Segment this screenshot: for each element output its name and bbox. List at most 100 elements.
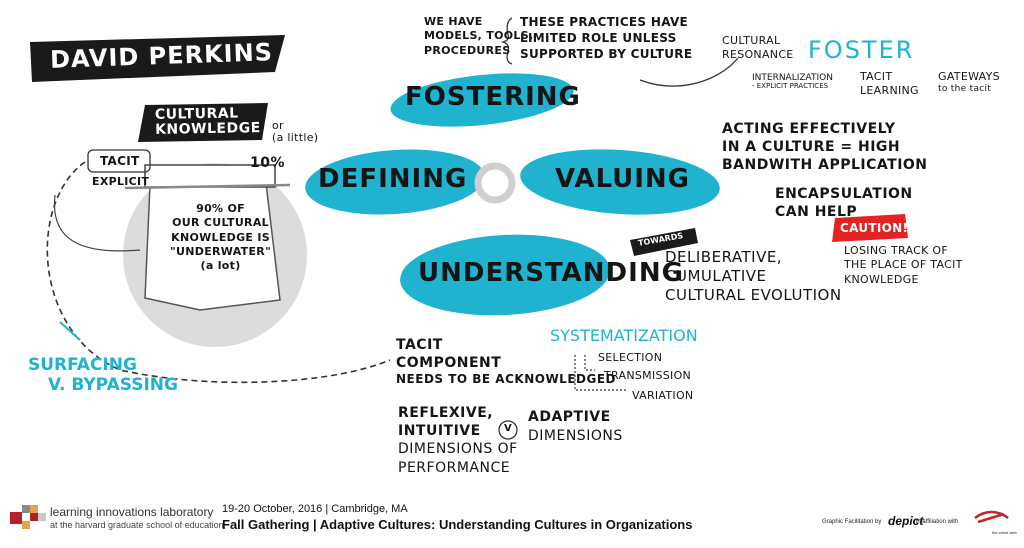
- event-title: Fall Gathering | Adaptive Cultures: Unde…: [222, 517, 693, 532]
- underwater-line3: KNOWLEDGE IS: [171, 230, 270, 244]
- logo-square-1: [10, 512, 22, 524]
- gateways-text: GATEWAYS TO THE TACIT: [938, 70, 1000, 96]
- losing-line2: THE PLACE OF TACIT: [844, 258, 963, 272]
- sys-bracket-2: [584, 355, 595, 371]
- encapsulation-text: ENCAPSULATION CAN HELP: [775, 185, 913, 221]
- models-line3: PROCEDURES: [424, 43, 511, 57]
- fostering-label: FOSTERING: [405, 82, 581, 112]
- adaptive-line2: DIMENSIONS: [528, 427, 623, 444]
- models-line2: MODELS, TOOLS,: [424, 29, 534, 43]
- a-little-label: OR (A LITTLE): [272, 120, 318, 143]
- cultural-resonance: CULTURAL RESONANCE: [722, 34, 794, 63]
- tacit-learning: TACIT LEARNING: [860, 70, 919, 99]
- depict-logo: depict: [888, 514, 924, 528]
- acting-line1: ACTING EFFECTIVELY: [722, 121, 896, 137]
- logo-square-6: [22, 521, 30, 529]
- gateways-line2: TO THE TACIT: [938, 84, 992, 95]
- selection-label: SELECTION: [598, 351, 663, 364]
- valueweb-label: the value web: [992, 530, 1017, 535]
- facilitation-credit: Graphic Facilitation by: [822, 519, 882, 525]
- connector-line: [53, 194, 141, 252]
- variation-label: VARIATION: [632, 389, 694, 402]
- reflexive-line4: PERFORMANCE: [398, 459, 511, 476]
- title-banner: [30, 35, 285, 82]
- logo-square-2: [22, 505, 30, 513]
- systematization-label: SYSTEMATIZATION: [550, 326, 698, 345]
- petal-understanding: [400, 234, 610, 316]
- practices-line1: THESE PRACTICES HAVE: [520, 15, 689, 29]
- acting-line3: BANDWITH APPLICATION: [722, 157, 928, 174]
- internalization-text: INTERNALIZATION - EXPLICIT PRACTICES: [752, 73, 833, 91]
- tacit-component-text: TACIT COMPONENT NEEDS TO BE ACKNOWLEDGED: [396, 336, 616, 388]
- acting-text: ACTING EFFECTIVELY IN A CULTURE = HIGH B…: [722, 120, 928, 175]
- cultural-knowledge-banner: [138, 103, 268, 142]
- caution-label: CAUTION!!: [840, 221, 915, 235]
- tacit-box: [87, 149, 151, 173]
- reflexive-line1: REFLEXIVE,: [398, 405, 494, 421]
- waterline: [124, 183, 291, 190]
- petal-defining: [305, 149, 485, 215]
- reflexive-text: REFLEXIVE, INTUITIVE DIMENSIONS OF PERFO…: [398, 404, 518, 477]
- explicit-label: EXPLICIT: [92, 175, 150, 188]
- reflexive-line3: DIMENSIONS OF: [398, 441, 518, 458]
- foster-label: FOSTER: [808, 36, 915, 64]
- resonance-line2: RESONANCE: [722, 48, 794, 62]
- underwater-text: 90% OF OUR CULTURAL KNOWLEDGE IS "UNDERW…: [170, 202, 271, 273]
- towards-banner: [630, 228, 698, 256]
- surfacing-line1: SURFACING: [28, 355, 137, 375]
- gateways-line1: GATEWAYS: [938, 70, 1000, 83]
- tacit-learning-line2: LEARNING: [860, 84, 919, 98]
- underwater-line2: OUR CULTURAL: [172, 216, 269, 230]
- encapsulation-line1: ENCAPSULATION: [775, 186, 913, 202]
- logo-square-4: [30, 513, 38, 521]
- underwater-line5: (A LOT): [200, 259, 241, 273]
- tacit-learning-line1: TACIT: [860, 70, 893, 83]
- cross-mark: [59, 321, 81, 341]
- cultural-knowledge-line2: KNOWLEDGE: [154, 119, 261, 138]
- tacit-component-line2: COMPONENT: [396, 355, 502, 372]
- deliberative-line1: DELIBERATIVE,: [665, 248, 783, 266]
- practices-line3: SUPPORTED BY CULTURE: [520, 47, 693, 62]
- understanding-label: UNDERSTANDING: [418, 258, 684, 288]
- deliberative-line3: CULTURAL EVOLUTION: [665, 285, 842, 304]
- brace: [500, 17, 513, 65]
- valuing-label: VALUING: [555, 164, 691, 194]
- surfacing-line2: V. BYPASSING: [48, 375, 178, 396]
- models-text: WE HAVE MODELS, TOOLS, PROCEDURES: [424, 15, 533, 58]
- org-subtitle: at the harvard graduate school of educat…: [50, 520, 224, 530]
- dashed-arc: [46, 161, 391, 384]
- ten-percent: 10%: [250, 155, 286, 171]
- underwater-line4: "UNDERWATER": [170, 244, 272, 258]
- underwater-line1: 90% OF: [196, 202, 245, 215]
- reflexive-line2: INTUITIVE: [398, 423, 481, 440]
- resonance-connector: [639, 57, 739, 87]
- adaptive-line1: ADAPTIVE: [528, 409, 611, 425]
- petal-valuing: [520, 149, 720, 215]
- deliberative-line2: CUMULATIVE: [665, 266, 767, 285]
- models-line1: WE HAVE: [424, 15, 483, 28]
- valueweb-logo: [974, 510, 1009, 524]
- practices-line2: LIMITED ROLE UNLESS: [520, 31, 677, 46]
- logo-square-3: [30, 505, 38, 513]
- resonance-line1: CULTURAL: [722, 34, 781, 47]
- a-little-line2: (A LITTLE): [272, 130, 319, 144]
- tacit-component-line3: NEEDS TO BE ACKNOWLEDGED: [396, 372, 616, 387]
- losing-line3: KNOWLEDGE: [844, 272, 919, 286]
- encapsulation-line2: CAN HELP: [775, 204, 858, 221]
- cultural-knowledge-label: CULTURAL KNOWLEDGE: [154, 105, 261, 138]
- defining-label: DEFINING: [318, 164, 468, 194]
- tacit-component-line1: TACIT: [396, 337, 443, 353]
- versus-circle: [498, 420, 518, 440]
- tacit-label: TACIT: [100, 154, 140, 168]
- internalization-line1: INTERNALIZATION: [752, 73, 833, 83]
- losing-line1: LOSING TRACK OF: [844, 244, 948, 257]
- a-little-line1: OR: [272, 119, 284, 132]
- center-ring: [474, 162, 516, 204]
- event-date: 19-20 October, 2016 | Cambridge, MA: [222, 503, 408, 515]
- versus-label: V: [504, 423, 512, 434]
- deliberative-text: DELIBERATIVE, CUMULATIVE CULTURAL EVOLUT…: [665, 248, 842, 304]
- surfacing-label: SURFACING V. BYPASSING: [28, 355, 178, 396]
- losing-text: LOSING TRACK OF THE PLACE OF TACIT KNOWL…: [844, 244, 963, 287]
- transmission-label: TRANSMISSION: [604, 369, 692, 382]
